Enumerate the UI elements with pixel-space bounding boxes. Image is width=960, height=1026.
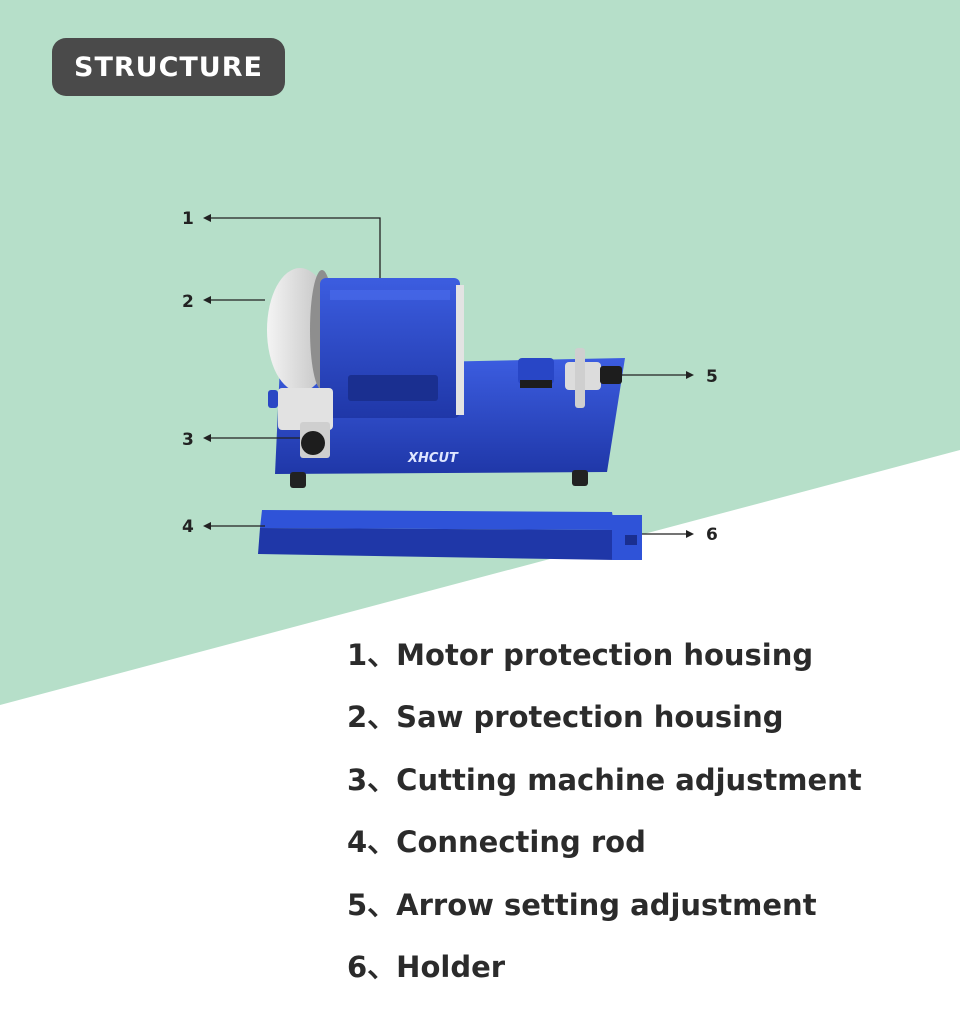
callout-2: 2 bbox=[182, 292, 194, 312]
structure-title-badge: STRUCTURE bbox=[52, 38, 285, 96]
callout-3: 3 bbox=[182, 430, 194, 450]
list-item: 5、Arrow setting adjustment bbox=[347, 887, 817, 922]
motor-protection-housing bbox=[320, 278, 464, 418]
product-diagram: XHCUT 1 2 bbox=[182, 209, 718, 560]
brand-logo: XHCUT bbox=[407, 451, 459, 466]
list-item: 1、Motor protection housing bbox=[347, 638, 814, 672]
feature-list: 1、Motor protection housing 2、Saw protect… bbox=[347, 636, 862, 1010]
list-item: 2、Saw protection housing bbox=[347, 700, 784, 735]
list-item: 3、Cutting machine adjustment bbox=[347, 762, 862, 797]
connecting-rod bbox=[258, 510, 642, 560]
cutting-adjustment-clamp bbox=[268, 388, 333, 458]
list-item: 6、Holder bbox=[347, 949, 506, 984]
callout-6: 6 bbox=[706, 525, 718, 545]
callout-1: 1 bbox=[182, 209, 194, 229]
callout-lines bbox=[203, 214, 694, 538]
arrow-setting-adjustment bbox=[518, 348, 622, 408]
callout-4: 4 bbox=[182, 517, 194, 537]
page-title: STRUCTURE bbox=[74, 51, 263, 83]
callout-5: 5 bbox=[706, 367, 718, 387]
list-item: 4、Connecting rod bbox=[347, 825, 646, 860]
